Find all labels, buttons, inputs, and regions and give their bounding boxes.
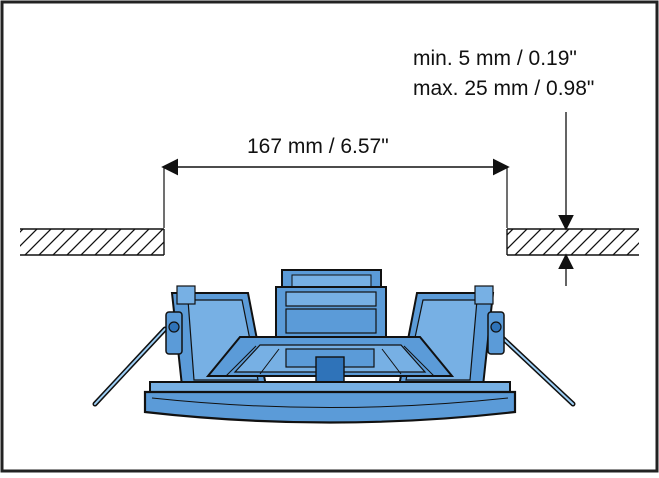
cutout-width-dimension	[161, 158, 510, 228]
ceiling-panel-right	[506, 228, 639, 256]
ceiling-panel-left	[20, 228, 165, 256]
ceiling-thickness-dimension	[558, 112, 600, 286]
thickness-min-label: min. 5 mm / 0.19"	[413, 47, 577, 70]
thickness-max-label: max. 25 mm / 0.98"	[413, 77, 595, 100]
cutout-width-label: 167 mm / 6.57"	[247, 135, 389, 158]
ceiling-speaker	[92, 269, 576, 424]
